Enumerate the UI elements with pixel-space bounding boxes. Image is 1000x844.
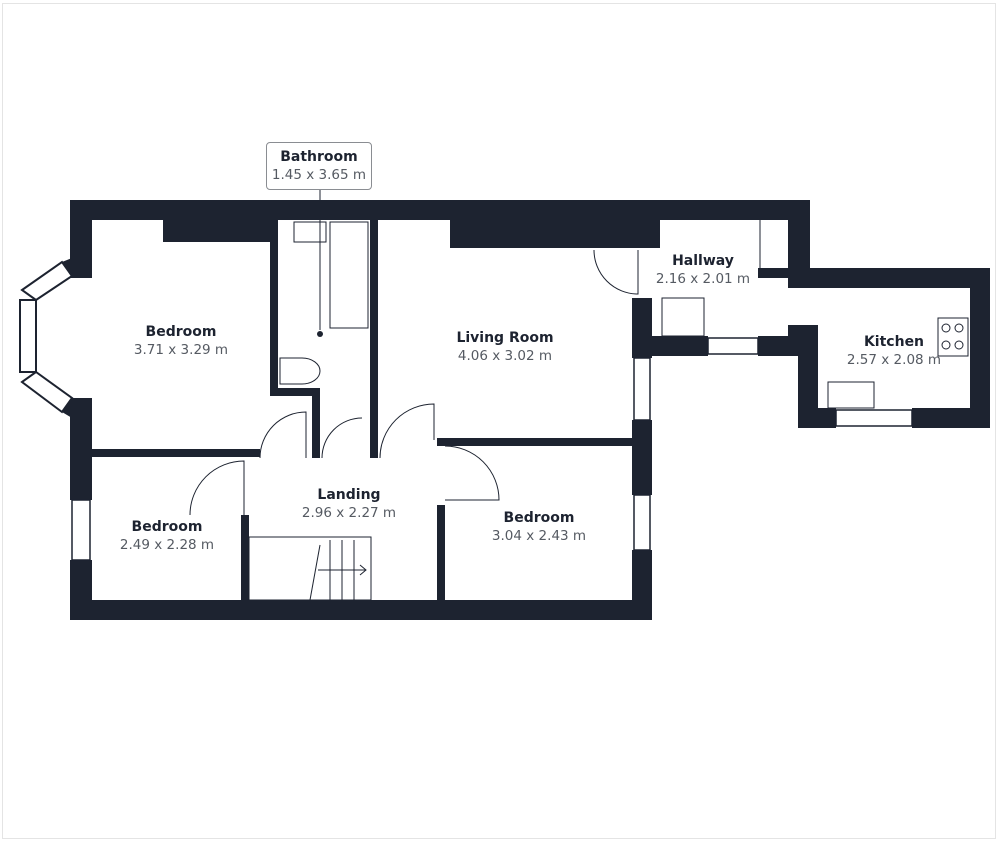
room-label-bedroom-1: Bedroom 3.71 x 3.29 m bbox=[134, 323, 228, 359]
room-dims: 2.16 x 2.01 m bbox=[655, 271, 751, 287]
room-label-kitchen: Kitchen 2.57 x 2.08 m bbox=[847, 333, 941, 369]
room-dims: 1.45 x 3.65 m bbox=[271, 167, 367, 183]
room-dims: 4.06 x 3.02 m bbox=[457, 348, 553, 364]
room-name: Bedroom bbox=[131, 519, 203, 535]
room-dims: 2.49 x 2.28 m bbox=[119, 537, 215, 553]
windows bbox=[71, 337, 913, 561]
room-name: Kitchen bbox=[863, 334, 925, 350]
bathroom-callout: Bathroom 1.45 x 3.65 m bbox=[266, 142, 372, 190]
room-label-landing: Landing 2.96 x 2.27 m bbox=[302, 486, 396, 522]
room-name: Hallway bbox=[672, 253, 734, 269]
room-label-living-room: Living Room 4.06 x 3.02 m bbox=[456, 329, 553, 365]
bay-window bbox=[19, 260, 74, 414]
room-name: Bedroom bbox=[503, 510, 575, 526]
image-frame bbox=[2, 3, 996, 839]
room-name: Bedroom bbox=[145, 324, 217, 340]
room-label-bedroom-3: Bedroom 3.04 x 2.43 m bbox=[492, 509, 586, 545]
room-dims: 3.04 x 2.43 m bbox=[491, 528, 587, 544]
room-label-bedroom-2: Bedroom 2.49 x 2.28 m bbox=[120, 518, 214, 554]
room-dims: 2.57 x 2.08 m bbox=[846, 352, 942, 368]
room-name: Living Room bbox=[456, 330, 554, 346]
walls bbox=[70, 200, 990, 620]
room-label-hallway: Hallway 2.16 x 2.01 m bbox=[656, 252, 750, 288]
room-dims: 2.96 x 2.27 m bbox=[301, 505, 397, 521]
room-dims: 3.71 x 3.29 m bbox=[133, 342, 229, 358]
fixtures bbox=[189, 216, 969, 601]
room-name: Bathroom bbox=[280, 149, 358, 165]
room-name: Landing bbox=[317, 487, 381, 503]
